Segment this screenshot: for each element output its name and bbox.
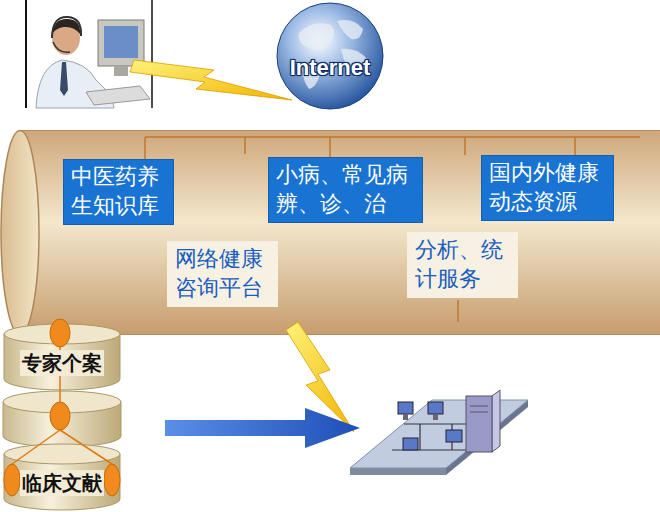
middle-disk <box>3 391 121 447</box>
operator-photo <box>26 0 152 108</box>
node-label: 临床文献 <box>20 470 104 496</box>
node-label: 专家个案 <box>20 350 104 376</box>
network-illustration <box>350 390 528 475</box>
flow-arrow <box>165 408 360 448</box>
bus-line <box>145 137 640 322</box>
consult-box: 网络健康 咨询平台 <box>167 241 278 307</box>
resource-box: 国内外健康 动态资源 <box>481 155 614 221</box>
node-label: 分析、统 计服务 <box>415 236 510 293</box>
statistics-box: 分析、统 计服务 <box>407 232 518 298</box>
knowledge-box: 中医药养 生知识库 <box>63 159 174 225</box>
database-disk: 专家个案 <box>3 323 121 391</box>
lightning-bolt <box>130 60 292 100</box>
node-label: 国内外健康 动态资源 <box>489 159 606 216</box>
node-label: 中医药养 生知识库 <box>71 163 166 220</box>
node-label: Internet <box>290 54 371 83</box>
diagnosis-box: 小病、常见病 辨、诊、治 <box>268 157 423 223</box>
internet-globe: Internet <box>276 2 384 110</box>
node-label: 小病、常见病 辨、诊、治 <box>276 161 415 218</box>
service-cylinder <box>1 130 660 335</box>
node-label: 网络健康 咨询平台 <box>175 245 270 302</box>
database-disk: 临床文献 <box>3 443 121 511</box>
